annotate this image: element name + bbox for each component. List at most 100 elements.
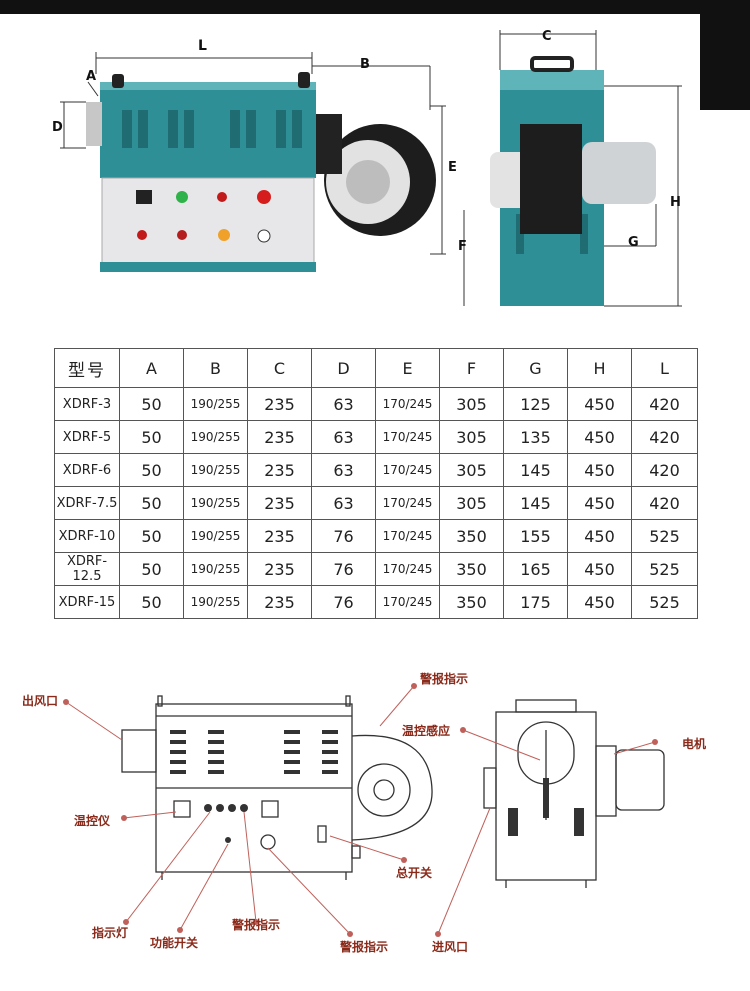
front-view-drawing	[121, 695, 433, 880]
table-cell: 170/245	[375, 486, 440, 520]
dimension-lines-side	[463, 30, 682, 307]
header-cell: C	[247, 348, 312, 388]
side-view-drawing	[483, 699, 665, 888]
table-cell: 63	[311, 420, 376, 454]
table-cell: 235	[247, 453, 312, 487]
table-cell: 235	[247, 519, 312, 553]
label-alarm-top: 警报指示	[420, 672, 469, 686]
control-panel	[101, 177, 315, 271]
table-cell: 450	[567, 552, 632, 586]
header-cell: L	[631, 348, 698, 388]
vent-slots	[122, 110, 302, 148]
table-cell: 170/245	[375, 420, 440, 454]
label-outlet: 出风口	[22, 694, 59, 708]
model-cell: XDRF-10	[54, 519, 120, 553]
table-cell: 450	[567, 519, 632, 553]
product-photo-side: C H F G	[456, 14, 700, 312]
table-cell: 350	[439, 552, 504, 586]
table-cell: 125	[503, 387, 568, 421]
table-cell: 63	[311, 387, 376, 421]
table-cell: 235	[247, 420, 312, 454]
callout-lines	[65, 685, 656, 935]
table-cell: 235	[247, 486, 312, 520]
table-cell: 170/245	[375, 585, 440, 619]
table-cell: 420	[631, 387, 698, 421]
vent-louvers	[170, 730, 338, 843]
table-cell: 76	[311, 552, 376, 586]
callout-dots	[63, 683, 658, 937]
model-cell: XDRF-15	[54, 585, 120, 619]
model-cell: XDRF-7.5	[54, 486, 120, 520]
label-H: H	[670, 195, 681, 210]
label-D: D	[52, 120, 63, 135]
label-main-switch: 总开关	[396, 866, 433, 880]
top-black-bar	[0, 0, 750, 14]
header-cell: 型号	[54, 348, 120, 388]
product-photo-front: L A B D E	[50, 14, 470, 312]
table-cell: 170/245	[375, 519, 440, 553]
model-cell: XDRF-5	[54, 420, 120, 454]
table-cell: 190/255	[183, 486, 248, 520]
header-cell: G	[503, 348, 568, 388]
table-cell: 190/255	[183, 585, 248, 619]
table-cell: 235	[247, 552, 312, 586]
table-cell: 525	[631, 552, 698, 586]
header-cell: E	[375, 348, 440, 388]
table-cell: 170/245	[375, 552, 440, 586]
label-thermostat: 温控仪	[74, 814, 111, 828]
table-cell: 50	[119, 519, 184, 553]
table-cell: 525	[631, 519, 698, 553]
label-F: F	[458, 239, 467, 254]
model-cell: XDRF-12.5	[54, 552, 120, 586]
table-cell: 450	[567, 420, 632, 454]
label-alarm-bottom: 警报指示	[340, 940, 389, 954]
model-cell: XDRF-6	[54, 453, 120, 487]
table-cell: 145	[503, 453, 568, 487]
label-indicator: 指示灯	[92, 926, 129, 940]
table-cell: 170/245	[375, 453, 440, 487]
label-B: B	[360, 57, 370, 72]
table-cell: 305	[439, 453, 504, 487]
table-cell: 135	[503, 420, 568, 454]
table-cell: 190/255	[183, 519, 248, 553]
table-cell: 350	[439, 519, 504, 553]
table-cell: 76	[311, 585, 376, 619]
top-handle	[530, 56, 574, 72]
table-cell: 50	[119, 585, 184, 619]
table-cell: 50	[119, 453, 184, 487]
label-alarm-mid: 警报指示	[232, 918, 281, 932]
table-cell: 50	[119, 552, 184, 586]
label-E: E	[448, 160, 457, 175]
table-header-row: 型号 A B C D E F G H L	[54, 348, 698, 388]
line-diagram	[63, 683, 665, 937]
header-cell: A	[119, 348, 184, 388]
table-cell: 450	[567, 387, 632, 421]
table-cell: 165	[503, 552, 568, 586]
table-cell: 190/255	[183, 387, 248, 421]
handle-left	[112, 74, 124, 88]
table-cell: 305	[439, 387, 504, 421]
label-G: G	[628, 235, 639, 250]
table-cell: 235	[247, 585, 312, 619]
table-cell: 145	[503, 486, 568, 520]
table-cell: 50	[119, 420, 184, 454]
header-cell: F	[439, 348, 504, 388]
table-cell: 305	[439, 486, 504, 520]
table-cell: 450	[567, 486, 632, 520]
label-inlet: 进风口	[432, 940, 469, 954]
top-right-black-bar	[700, 0, 750, 110]
table-cell: 350	[439, 585, 504, 619]
label-function-switch: 功能开关	[150, 936, 199, 950]
table-cell: 155	[503, 519, 568, 553]
table-cell: 420	[631, 420, 698, 454]
thermostat-display	[136, 190, 152, 204]
label-A: A	[86, 69, 96, 84]
